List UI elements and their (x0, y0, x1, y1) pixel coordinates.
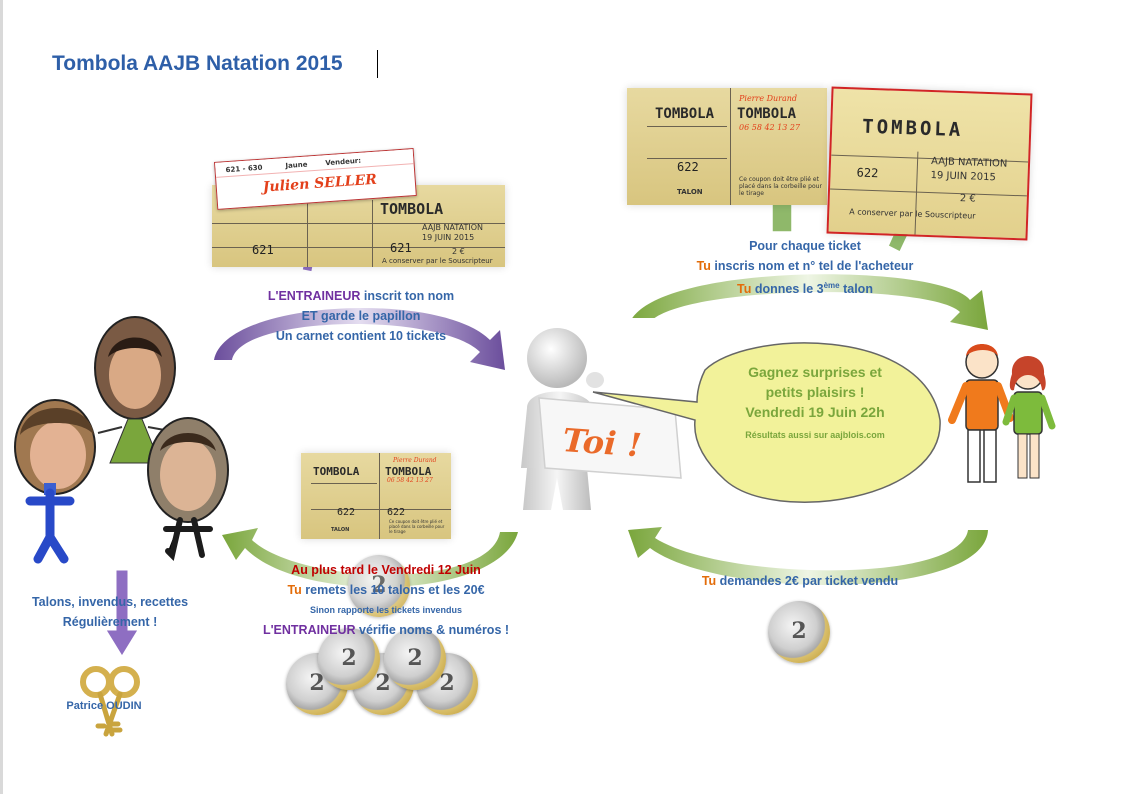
trainers-illustration (14, 316, 229, 564)
bubble-line4: Résultats aussi sur aajblois.com (745, 430, 885, 440)
coin-value: 2 (375, 670, 391, 697)
coin-2-euro: 2 (768, 601, 830, 663)
arrow-payment (628, 527, 988, 585)
ticket-number-right: 622 (387, 507, 406, 518)
ticket-talon: TALON (331, 527, 350, 533)
ticket-footer: A conserver par le Souscripteur (849, 207, 976, 221)
keys-icon (80, 666, 140, 737)
ticket-talon: TALON (677, 188, 703, 196)
ticket-event: AAJB NATATION (422, 223, 484, 232)
ticket-brand: TOMBOLA (861, 115, 964, 142)
vendor-handwritten-name: Julien SELLER (262, 171, 378, 196)
trainer-line2: ET garde le papillon (301, 309, 421, 323)
ticket-date: 19 JUIN 2015 (930, 170, 996, 184)
coin-value: 2 (341, 645, 357, 672)
buyer-instructions: Pour chaque ticket Tu inscris nom et n° … (660, 236, 950, 299)
payment-instructions: Tu demandes 2€ par ticket vendu (680, 571, 920, 591)
ticket-handwritten-name: Pierre Durand (393, 457, 437, 464)
vendor-color: Jaune (285, 160, 308, 171)
coin-value: 2 (309, 670, 325, 697)
treasurer-instructions: Talons, invendus, recettes Régulièrement… (20, 592, 200, 632)
treasurer-line1: Talons, invendus, recettes (31, 595, 189, 609)
ticket-number: 622 (677, 160, 699, 174)
ticket-number-left: 622 (337, 507, 356, 518)
payment-tu: Tu (701, 574, 717, 588)
return-line2: remets les 10 talons et les 20€ (301, 583, 485, 597)
buyer-tu-2: Tu (737, 282, 752, 297)
ticket-date: 19 JUIN 2015 (422, 233, 475, 242)
page-title: Tombola AAJB Natation 2015 (52, 52, 343, 75)
toi-sign-text: Toi ! (561, 421, 642, 464)
trainer-word: L'ENTRAINEUR (267, 289, 361, 303)
ticket-footer: A conserver par le Souscripteur (382, 257, 493, 265)
bubble-line2: petits plaisirs ! (765, 384, 865, 400)
trainer-line3: Un carnet contient 10 tickets (275, 329, 447, 343)
trainer-line1: inscrit ton nom (360, 289, 455, 303)
return-deadline: Au plus tard le Vendredi 12 Juin (291, 563, 481, 577)
ticket-brand: TOMBOLA (380, 200, 444, 218)
return-trainer-word: L'ENTRAINEUR (262, 623, 356, 637)
ticket-photo-middle: TOMBOLA TOMBOLA Pierre Durand 06 58 42 1… (301, 453, 451, 539)
ticket-handwritten-phone: 06 58 42 13 27 (387, 477, 433, 484)
ticket-note: Ce coupon doit être plié et placé dans l… (389, 519, 445, 534)
ticket-note: Ce coupon doit être plié et placé dans l… (739, 176, 822, 197)
ticket-brand: TOMBOLA (313, 465, 360, 478)
ticket-photo-souscripteur: TOMBOLA 622 AAJB NATATION 19 JUIN 2015 2… (826, 86, 1033, 241)
toi-figure: Toi ! (515, 318, 685, 514)
return-tu: Tu (287, 583, 302, 597)
arrow-trainer (214, 307, 505, 370)
ticket-number-left: 621 (252, 243, 274, 257)
return-line3: Sinon rapporte les tickets invendus (309, 605, 463, 615)
treasurer-line2: Régulièrement ! (62, 615, 158, 629)
bubble-line1: Gagnez surprises et (748, 364, 882, 380)
speech-bubble (592, 342, 941, 503)
arrow-return (222, 528, 518, 588)
buyers-couple-illustration (948, 344, 1056, 483)
ticket-number-right: 621 (390, 241, 412, 255)
ticket-price: 2 € (452, 247, 465, 256)
ticket-handwritten-name: Pierre Durand (739, 94, 798, 103)
coin-value: 2 (791, 618, 807, 645)
buyer-tu-1: Tu (696, 259, 711, 273)
buyer-line3-end: talon (839, 282, 873, 297)
text-cursor (377, 50, 378, 78)
arrow-buyer (628, 274, 988, 330)
bubble-text: Gagnez surprises et petits plaisirs ! Ve… (710, 362, 920, 448)
ticket-number: 622 (856, 165, 879, 181)
coin-2-euro: 2 (384, 628, 446, 690)
ticket-brand: TOMBOLA (655, 106, 715, 122)
coin-value: 2 (407, 645, 423, 672)
coin-value: 2 (439, 670, 455, 697)
ticket-price: 2 € (959, 193, 976, 205)
treasurer-name: Patrice OUDIN (66, 700, 142, 712)
coin-2-euro: 2 (318, 628, 380, 690)
arrow-down-treasurer (105, 569, 139, 657)
trainer-instructions: L'ENTRAINEUR inscrit ton nom ET garde le… (228, 286, 494, 346)
buyer-line3: donnes le 3 (751, 282, 824, 297)
coin-2-euro: 2 (348, 555, 410, 617)
bubble-line3: Vendredi 19 Juin 22h (745, 404, 885, 420)
page-edge (0, 0, 3, 794)
buyer-sup: ème (823, 281, 840, 290)
ticket-event: AAJB NATATION (930, 156, 1008, 170)
ticket-brand-right: TOMBOLA (737, 106, 797, 122)
ticket-handwritten-phone: 06 58 42 13 27 (739, 123, 801, 132)
payment-text: demandes 2€ par ticket vendu (716, 574, 899, 588)
buyer-line2: inscris nom et n° tel de l'acheteur (710, 259, 914, 273)
coin-value: 2 (371, 572, 387, 599)
return-line4: vérifie noms & numéros ! (355, 623, 510, 637)
ticket-photo-pierre: TOMBOLA Pierre Durand TOMBOLA 06 58 42 1… (627, 88, 827, 205)
buyer-line1: Pour chaque ticket (749, 239, 861, 253)
ticket-brand-right: TOMBOLA (385, 465, 432, 478)
return-instructions: Au plus tard le Vendredi 12 Juin Tu reme… (236, 560, 536, 640)
